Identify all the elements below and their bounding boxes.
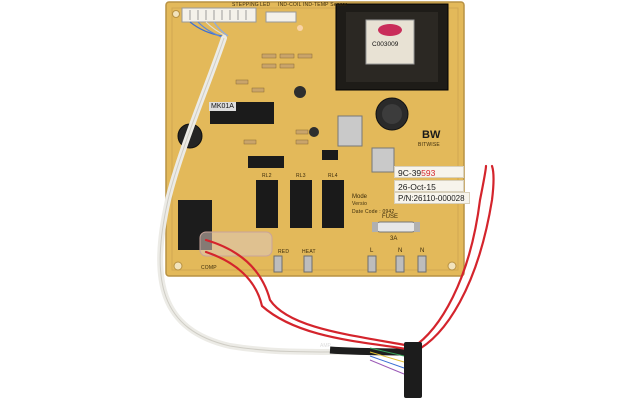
relay-label: RL3: [296, 173, 306, 179]
mounting-hole: [172, 10, 180, 18]
header-connector: [181, 7, 257, 23]
mounting-hole: [447, 261, 457, 271]
part-number-sticker: P/N:26110-000028: [394, 192, 470, 204]
header-label-led: LED: [260, 2, 271, 8]
bottom-label-heat: HEAT: [302, 249, 316, 255]
led: [297, 25, 303, 31]
date-code-label: Date Code : 0942: [352, 209, 395, 215]
bottom-label-red: RED: [278, 249, 290, 255]
resistor-array: [235, 53, 313, 145]
wire-clip: [199, 231, 273, 257]
black-connector: [404, 342, 422, 398]
ic-chip: [248, 156, 284, 168]
relay: [322, 180, 344, 228]
terminal-label-l: L: [370, 248, 374, 254]
capacitor: [294, 86, 306, 98]
cable-print: AMP: [320, 343, 331, 349]
bw-logo-subtext: BITWISE: [418, 142, 440, 148]
transformer-code: C003009: [372, 41, 399, 48]
date-sticker: 26-Oct-15: [394, 180, 464, 192]
relay: [290, 180, 312, 228]
ic-chip: [322, 150, 338, 160]
capacitor: [309, 127, 319, 137]
fuse-rating: 3A: [390, 236, 398, 242]
relay-label: RL4: [328, 173, 338, 179]
terminal-label-n: N: [398, 248, 403, 254]
relay-label: RL2: [262, 173, 272, 179]
manufacturer-logo: [378, 24, 402, 36]
small-header: [265, 11, 297, 23]
id-sticker-suffix: 593: [421, 168, 436, 178]
voltage-regulator: [337, 115, 363, 147]
model-label: Mode: [352, 194, 368, 200]
id-sticker: 9C-39593: [394, 166, 464, 178]
header-label-sensor: IND-COIL IND-TEMP Sensor: [278, 2, 348, 8]
id-sticker-prefix: 9C-39: [398, 168, 422, 178]
transformer-label: [365, 19, 415, 65]
chip-label: MK01A: [209, 102, 236, 111]
voltage-regulator: [371, 147, 395, 173]
bw-logo: BW: [422, 129, 441, 141]
version-label: Versio: [352, 201, 368, 207]
pcb-inner-shade: [171, 7, 459, 271]
terminal-label-n: N: [420, 248, 425, 254]
fuse-label: FUSE: [382, 214, 399, 220]
header-label-stepping: STEPPING: [232, 2, 259, 8]
mounting-hole: [173, 261, 183, 271]
spade-terminals: [273, 255, 427, 273]
bottom-label-comp: COMP: [201, 265, 217, 271]
relay: [256, 180, 278, 228]
red-wires: [204, 164, 495, 354]
